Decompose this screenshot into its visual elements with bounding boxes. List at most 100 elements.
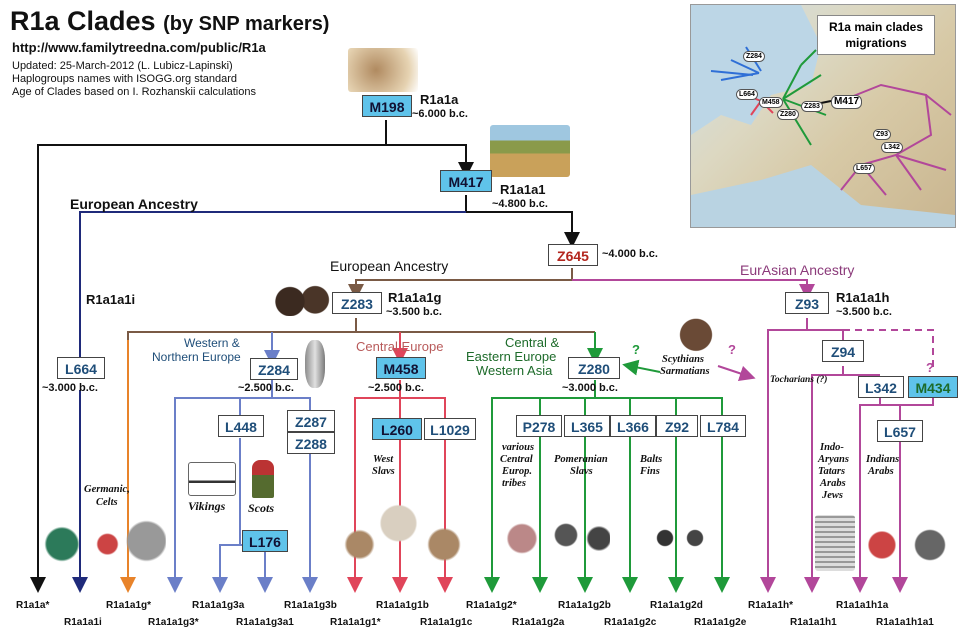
leaf-r1a1a1h1: R1a1a1h1 — [790, 617, 837, 628]
region-ceew-l1: Central & — [505, 335, 560, 350]
leaf-r1a1a1g2c: R1a1a1g2c — [604, 617, 657, 628]
hap-m198: R1a1a — [420, 92, 459, 107]
leaf-r1a1a1g3a1: R1a1a1g3a1 — [236, 617, 294, 628]
node-z288[interactable]: Z288 — [287, 432, 335, 454]
age-l664: ~3.000 b.c. — [42, 382, 98, 394]
node-l1029[interactable]: L1029 — [424, 418, 476, 440]
people-indo-l1: Indo- — [820, 442, 844, 453]
region-ceew-l3: Western Asia — [476, 363, 553, 378]
node-z645[interactable]: Z645 — [548, 244, 598, 266]
leaf-r1a1a1i: R1a1a1i — [64, 617, 102, 628]
map-legend-line1: R1a main clades — [828, 20, 924, 34]
node-p278[interactable]: P278 — [516, 415, 562, 437]
node-l448[interactable]: L448 — [218, 415, 264, 437]
map-label-m458: M458 — [759, 97, 783, 108]
node-m434[interactable]: M434 — [908, 376, 958, 398]
map-label-m417: M417 — [831, 95, 863, 109]
node-l260[interactable]: L260 — [372, 418, 422, 440]
people-germanic: Germanic, — [84, 484, 130, 495]
map-label-l657: L657 — [853, 163, 875, 174]
hap-z93: R1a1a1h — [836, 290, 890, 305]
people-west-slavs-l2: Slavs — [372, 466, 395, 477]
leaf-r1a1a1g2a: R1a1a1g2a — [512, 617, 565, 628]
european-ancestry-top: European Ancestry — [70, 196, 198, 212]
celt-warriors-image — [36, 510, 166, 572]
people-pomeranian-l1: Pomeranian — [554, 454, 608, 465]
people-indo-l4: Arabs — [820, 478, 846, 489]
leaf-r1a1a-star: R1a1a* — [16, 600, 50, 611]
people-various-l1: various — [502, 442, 535, 453]
hap-z283: R1a1a1g — [388, 290, 442, 305]
question-mark-green: ? — [632, 342, 640, 357]
node-l342[interactable]: L342 — [858, 376, 904, 398]
leaf-r1a1a1g2e: R1a1a1g2e — [694, 617, 747, 628]
question-mark-magenta: ? — [728, 342, 736, 357]
node-z94[interactable]: Z94 — [822, 340, 864, 362]
bronze-axe-image — [305, 340, 325, 388]
question-mark-m434: ? — [926, 360, 934, 375]
map-label-z280: Z280 — [777, 109, 799, 120]
people-indians-l2: Arabs — [868, 466, 894, 477]
viking-ship-image — [188, 462, 236, 496]
node-z92[interactable]: Z92 — [656, 415, 698, 437]
map-label-z93: Z93 — [873, 129, 892, 140]
leaf-r1a1a1h1a1: R1a1a1h1a1 — [876, 617, 934, 628]
source-url[interactable]: http://www.familytreedna.com/public/R1a — [12, 40, 266, 55]
map-label-l664: L664 — [736, 89, 758, 100]
node-z280[interactable]: Z280 — [568, 357, 620, 379]
node-l176[interactable]: L176 — [242, 530, 288, 552]
people-indo-l2: Aryans — [818, 454, 849, 465]
node-m458[interactable]: M458 — [376, 357, 426, 379]
people-tocharians: Tocharians (?) — [770, 375, 828, 385]
node-z283[interactable]: Z283 — [332, 292, 382, 314]
leaf-r1a1a1g1b: R1a1a1g1b — [376, 600, 429, 611]
region-ceew-l2: Eastern Europe — [466, 349, 557, 364]
leaf-r1a1a1g2b: R1a1a1g2b — [558, 600, 611, 611]
people-various-l3: Europ. — [502, 466, 533, 477]
people-scots: Scots — [248, 501, 275, 515]
node-l365[interactable]: L365 — [564, 415, 610, 437]
map-label-z283: Z283 — [801, 101, 823, 112]
node-l664[interactable]: L664 — [57, 357, 105, 379]
diagram-title: R1a Clades (by SNP markers) — [10, 6, 330, 36]
node-z284[interactable]: Z284 — [250, 358, 298, 380]
node-l784[interactable]: L784 — [700, 415, 746, 437]
leaf-r1a1a1g-star: R1a1a1g* — [106, 600, 152, 611]
map-legend: R1a main clades migrations — [817, 15, 935, 55]
leaf-r1a1a1g1-star: R1a1a1g1* — [330, 617, 381, 628]
node-m198[interactable]: M198 — [362, 95, 412, 117]
people-pomeranian-l2: Slavs — [570, 466, 593, 477]
people-balts-l1: Balts — [640, 454, 663, 465]
indo-aryans-image — [815, 515, 855, 571]
people-scythians-l1: Scythians — [662, 354, 705, 365]
age-m417: ~4.800 b.c. — [492, 198, 548, 210]
leaf-r1a1a1h1a: R1a1a1h1a — [836, 600, 889, 611]
leaf-r1a1a1g2d: R1a1a1g2d — [650, 600, 703, 611]
leaf-r1a1a1g3-star: R1a1a1g3* — [148, 617, 199, 628]
people-indo-l5: Jews — [822, 490, 843, 501]
node-l657[interactable]: L657 — [877, 420, 923, 442]
people-indo-l3: Tatars — [818, 466, 846, 477]
people-balts-l2: Fins — [640, 466, 660, 477]
hap-m417: R1a1a1 — [500, 182, 546, 197]
node-z93[interactable]: Z93 — [785, 292, 829, 314]
age-note: Age of Clades based on I. Rozhanskii cal… — [12, 86, 256, 98]
central-tribes-image — [500, 500, 610, 570]
horseman-image — [668, 300, 724, 358]
people-various-l4: tribes — [502, 478, 526, 489]
people-celts: Celts — [96, 497, 118, 508]
leaf-r1a1a1g2-star: R1a1a1g2* — [466, 600, 517, 611]
age-z280: ~3.000 b.c. — [562, 382, 618, 394]
node-l366[interactable]: L366 — [610, 415, 656, 437]
leaf-r1a1a1g1c: R1a1a1g1c — [420, 617, 473, 628]
farming-image — [490, 125, 570, 177]
node-z287[interactable]: Z287 — [287, 410, 335, 432]
balts-image — [650, 508, 710, 568]
map-label-z284: Z284 — [743, 51, 765, 62]
leaf-r1a1a1g3b: R1a1a1g3b — [284, 600, 337, 611]
region-central: Central Europe — [356, 339, 444, 354]
node-m417[interactable]: M417 — [440, 170, 492, 192]
scots-image — [252, 460, 274, 498]
people-vikings: Vikings — [188, 499, 226, 513]
